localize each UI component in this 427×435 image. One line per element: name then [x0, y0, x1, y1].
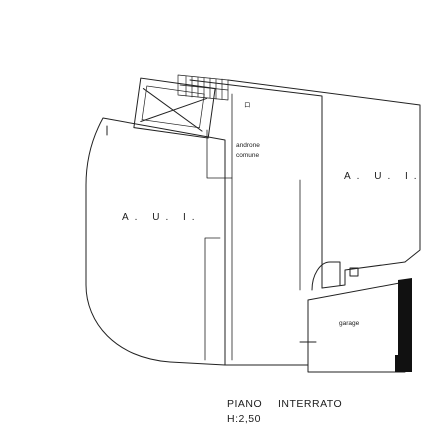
stair-treads [177, 74, 229, 101]
garage-label: garage [339, 320, 360, 327]
left-area-outline [85, 117, 226, 366]
plan-height: H:2,50 [227, 413, 261, 425]
garage-door-left [299, 314, 317, 343]
aui-left-label: A. U. I. [122, 212, 201, 223]
fixture-curve [311, 261, 341, 291]
plan-title-interrato: INTERRATO [278, 398, 343, 410]
comune-label: comune [236, 152, 260, 159]
plan-title-piano: PIANO [227, 398, 263, 410]
elevator-cross [140, 88, 208, 132]
elevator-inner-box [141, 85, 205, 129]
aui-right-label: A. U. I. [344, 171, 423, 182]
androne-partition [206, 129, 301, 291]
garage-wall-fill-lower [395, 355, 405, 372]
garage-outline [307, 281, 406, 373]
right-area-lower [321, 261, 406, 289]
building-outline [189, 79, 323, 289]
androne-label: androne [236, 142, 260, 149]
garage-wall-fill [398, 278, 412, 372]
fixture-square [349, 267, 359, 277]
left-area-step [204, 237, 221, 361]
stair-mark: ロ [244, 102, 251, 109]
right-area-outline [227, 79, 421, 263]
